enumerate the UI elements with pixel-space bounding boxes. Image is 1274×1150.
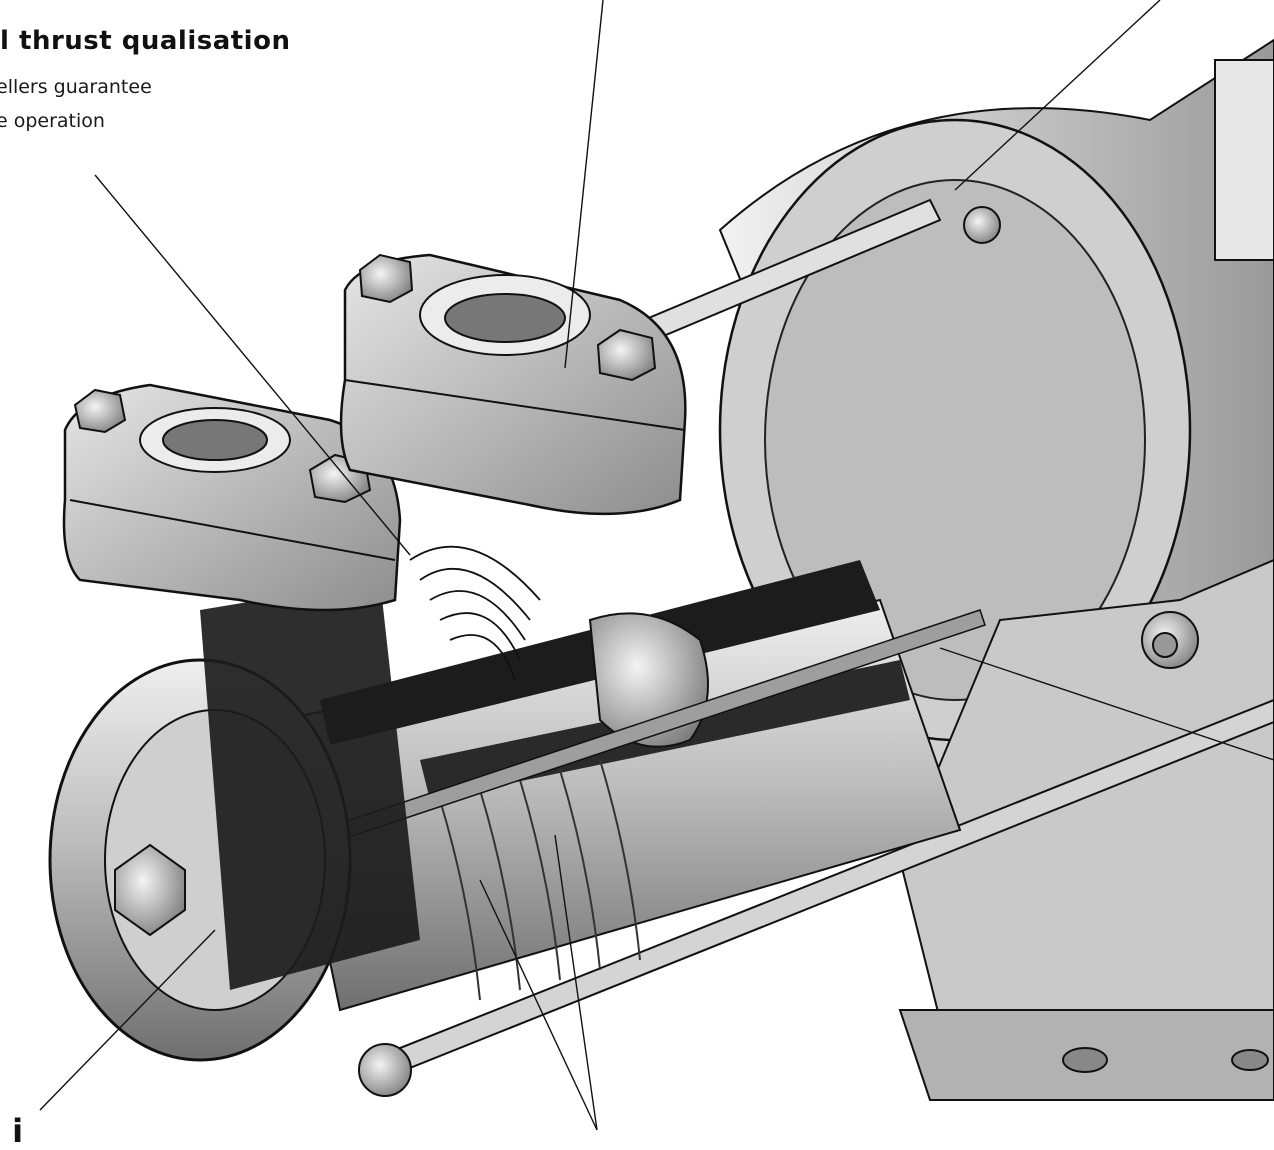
callout-title-bottom: l i [0, 1112, 24, 1150]
callout-line-1: ellers guarantee [0, 76, 152, 98]
tie-rods [368, 198, 1274, 1082]
impeller-diffuser [409, 545, 541, 681]
callout-leader-lines [39, 0, 1274, 1131]
callout-title-thrust-equalisation: al thrust qualisation [0, 26, 291, 56]
mounting-bracket [898, 558, 1274, 1101]
inlet-volute [48, 580, 420, 1097]
callout-description: ellers guarantee e operation [0, 70, 152, 138]
callout-line-2: e operation [0, 110, 105, 132]
discharge-flange [339, 253, 687, 516]
